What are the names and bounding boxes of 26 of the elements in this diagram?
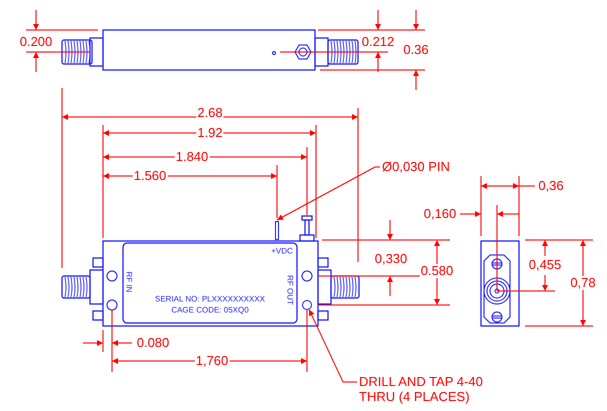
dimension-value: 1.92 xyxy=(196,126,224,140)
dimension-value: 0.080 xyxy=(136,336,170,350)
plate-text: CAGE CODE: 05XQ0 xyxy=(170,306,250,314)
dimension-value: 0.36 xyxy=(402,43,430,57)
dimension-value: 0,160 xyxy=(422,207,458,221)
dimension-value: 1.840 xyxy=(174,150,210,164)
mounting-hole xyxy=(302,300,312,310)
plate-text: SERIAL NO: PLXXXXXXXXXX xyxy=(154,294,266,304)
leader-line xyxy=(308,309,358,382)
callout-text: Ø0,030 PIN xyxy=(382,159,472,174)
dimension-value: 0,330 xyxy=(374,252,408,266)
dimension-value: 0,455 xyxy=(528,258,562,272)
pin xyxy=(275,221,279,240)
port-label: RF OUT xyxy=(284,275,296,305)
dimension-value: 2.68 xyxy=(196,106,224,120)
dimension-value: 0,78 xyxy=(569,276,597,290)
plate-text: +VDC xyxy=(270,246,294,256)
dimension-value: 0,36 xyxy=(537,179,565,193)
dimension-value: 1,760 xyxy=(194,354,230,368)
dimension-value: 0.580 xyxy=(420,264,454,278)
leader-line xyxy=(276,166,380,220)
dimension-value: 0.212 xyxy=(360,35,396,49)
port-label: RF IN xyxy=(124,272,134,292)
dimension-value: 0.200 xyxy=(18,35,54,49)
callout-text: DRILL AND TAP 4-40 THRU (4 PLACES) xyxy=(359,374,491,404)
dimension-value: 1.560 xyxy=(132,169,168,183)
